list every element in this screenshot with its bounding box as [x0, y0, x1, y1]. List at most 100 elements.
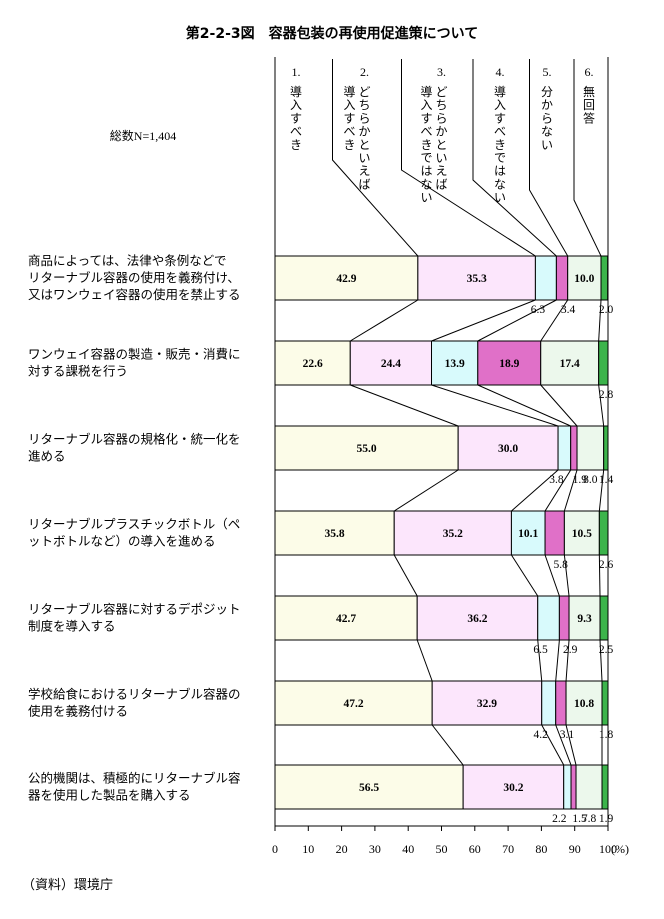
value-label: 13.9 [445, 358, 465, 370]
connector-line [540, 384, 578, 427]
bar-segment-6 [598, 340, 609, 386]
bar-segment-1 [274, 255, 419, 301]
response-label-char: な [541, 125, 553, 139]
value-label: 2.5 [599, 644, 614, 656]
connector-line [431, 384, 559, 427]
value-label: 2.2 [552, 813, 567, 825]
bar-segment-4 [544, 510, 565, 556]
response-label-char: え [435, 164, 447, 178]
response-label-char: い [358, 151, 370, 165]
category-label-line: リターナブル容器の規格化・統一化を [28, 432, 241, 447]
header-divider-line [332, 59, 419, 257]
response-label-char: い [420, 191, 432, 205]
bar-segment-5 [567, 255, 602, 301]
x-tick-label: 10 [302, 842, 314, 856]
bar-segment-1 [274, 425, 459, 471]
response-label-char: 導 [290, 85, 302, 99]
bar-row-4 [274, 510, 609, 556]
response-label-char: な [494, 177, 506, 191]
category-label-line: 学校給食におけるリターナブル容器の [28, 687, 241, 702]
response-label-char: ど [435, 85, 447, 99]
value-label: 56.5 [359, 782, 379, 794]
connector-line [598, 299, 602, 342]
value-label: 35.8 [325, 528, 345, 540]
response-label-char: べ [343, 125, 355, 139]
response-label-char: か [541, 98, 553, 112]
x-tick-label: 20 [336, 842, 348, 856]
bar-segment-3 [541, 680, 557, 726]
category-label-1: 商品によっては、法律や条例などでリターナブル容器の使用を義務付け、又はワンウェイ… [28, 253, 241, 302]
response-label-char: 導 [343, 85, 355, 99]
response-label-char: ら [358, 111, 370, 125]
connector-line [477, 384, 571, 427]
category-label-line: 公的機関は、積極的にリターナブル容 [28, 771, 241, 786]
header-divider-4 [529, 59, 569, 257]
x-tick-label: 80 [535, 842, 547, 856]
bar-segment-2 [417, 255, 536, 301]
response-label-char: え [358, 164, 370, 178]
response-label-char: き [343, 138, 355, 152]
connector-line [563, 554, 570, 597]
x-tick-label: 60 [469, 842, 481, 856]
response-number: 4. [496, 65, 505, 79]
bar-row-7 [274, 764, 609, 810]
response-label-char: 入 [494, 98, 506, 112]
response-label-char: き [420, 138, 432, 152]
value-label: 18.9 [499, 358, 519, 370]
response-label-char: い [435, 151, 447, 165]
bar-segment-1 [274, 595, 418, 641]
response-headers: 1.導入すべき2.どちらかといえば導入すべき3.どちらかといえば導入すべきではな… [290, 59, 602, 257]
category-label-line: 進める [28, 450, 66, 464]
header-divider-3 [472, 59, 557, 257]
value-label: 30.0 [498, 443, 518, 455]
connector-line [431, 299, 536, 342]
total-n-label: 総数N=1,404 [110, 128, 176, 143]
connector-line [598, 469, 605, 512]
bar-segment-6 [599, 595, 609, 641]
response-label-char: か [435, 125, 447, 139]
response-label-char: で [420, 151, 432, 165]
connector-line [416, 639, 433, 682]
bar-segment-5 [540, 340, 600, 386]
bar-segment-5 [576, 425, 605, 471]
x-tick-label: 70 [502, 842, 514, 856]
connector-line [431, 724, 464, 766]
category-label-line: 使用を義務付ける [28, 704, 128, 719]
value-label: 24.4 [381, 358, 401, 370]
value-label: 1.5 [572, 813, 587, 825]
bar-row-1 [274, 255, 609, 301]
response-label-char: べ [420, 125, 432, 139]
category-label-line: リターナブル容器の使用を義務付け、 [28, 270, 240, 285]
chart-title: 第2-2-3図 容器包装の再使用促進策について [186, 25, 478, 42]
value-label: 1.9 [573, 474, 588, 486]
connector-line [565, 639, 570, 682]
value-label: 10.8 [574, 698, 594, 710]
x-tick-label: 40 [402, 842, 414, 856]
connector-line [540, 299, 569, 342]
response-label-char: 入 [343, 98, 355, 112]
response-label-char: ち [435, 98, 447, 112]
bar-segment-4 [570, 425, 578, 471]
x-tick-label: 0 [272, 842, 278, 856]
connector-line [598, 384, 605, 427]
value-label: 30.2 [503, 782, 523, 794]
response-label-char: ら [541, 111, 553, 125]
value-label: 3.1 [560, 729, 575, 741]
category-label-line: ットボトルなど）の導入を進める [28, 534, 216, 549]
connector-line [477, 299, 557, 342]
category-label-line: 商品によっては、法律や条例などで [28, 253, 227, 268]
connector-line [511, 469, 559, 512]
value-label: 5.8 [554, 559, 569, 571]
connector-line [511, 554, 539, 597]
header-divider-1 [332, 59, 419, 257]
response-label-char: 無 [583, 84, 595, 99]
value-label: 6.3 [531, 304, 546, 316]
